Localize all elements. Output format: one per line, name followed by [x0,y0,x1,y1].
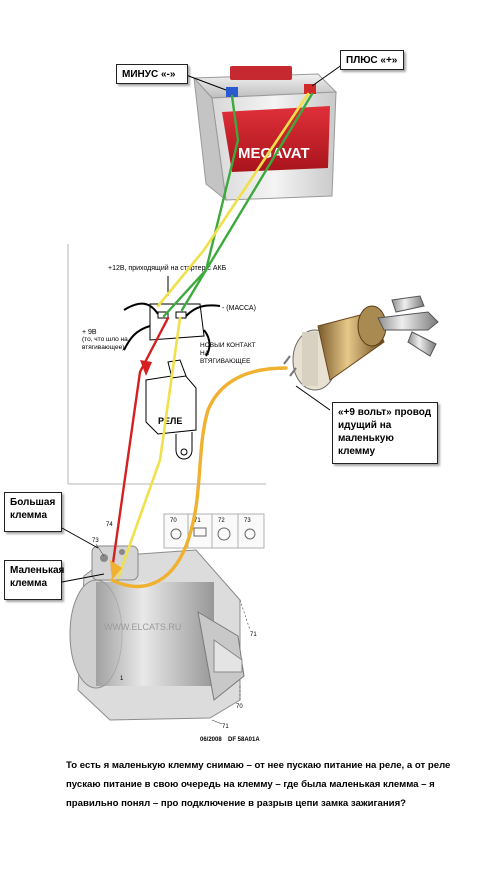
relay-left-label-main: + 9В [82,329,97,336]
relay-label: РЕЛЕ [158,416,182,426]
ignition-switch [283,295,439,391]
small-terminal-label: Маленькая клемма [4,560,64,600]
relay-left-label-sub: (то, что шло на втягивающее) [82,336,128,351]
minus-label: МИНУС «-» [116,64,188,84]
part-number: 72 [218,518,225,524]
part-number: 73 [244,518,251,524]
part-number: 1 [120,676,124,682]
caption-text: То есть я маленькую клемму снимаю – от н… [66,760,451,809]
big-terminal-label: Большая клемма [4,492,62,532]
starter-motor: WWW.ELCATS.RU 70 71 72 73 74 73 71 1 70 … [69,513,265,743]
new-contact-label: НОВЫЙ КОНТАКТ НА ВТЯГИВАЮЩЕЕ [200,342,256,365]
elcats-watermark: WWW.ELCATS.RU [104,622,181,632]
orange-wire [110,366,288,589]
part-number: 74 [106,522,113,528]
battery: MEGAVAT [192,66,338,202]
relay-top-label: +12В, приходящий на стартер с АКБ [108,264,227,272]
part-number: 71 [250,632,257,638]
green-wire-2 [180,92,314,312]
green-wire [162,94,240,318]
starter-code: DF 58A01A [228,737,260,743]
part-number: 71 [194,518,201,524]
wires [110,92,314,589]
red-wire [110,316,170,572]
yellow-wire-relay [116,316,182,580]
positive-terminal [304,84,316,94]
part-number: 71 [222,724,229,730]
yellow-wire-battery [156,92,310,308]
plus-label: ПЛЮС «+» [340,50,404,70]
battery-brand: MEGAVAT [238,145,310,162]
relay-ground-label: - (МАССА) [222,305,256,312]
part-number: 70 [236,704,243,710]
nine-volt-wire-label: «+9 вольт» провод идущий на маленькую кл… [332,402,438,464]
starter-footer: 06/2008 [200,737,222,743]
relay-diagram: +12В, приходящий на стартер с АКБ - (МАС… [67,244,266,485]
part-number: 73 [92,538,99,544]
part-number: 70 [170,518,177,524]
negative-terminal [226,87,238,97]
